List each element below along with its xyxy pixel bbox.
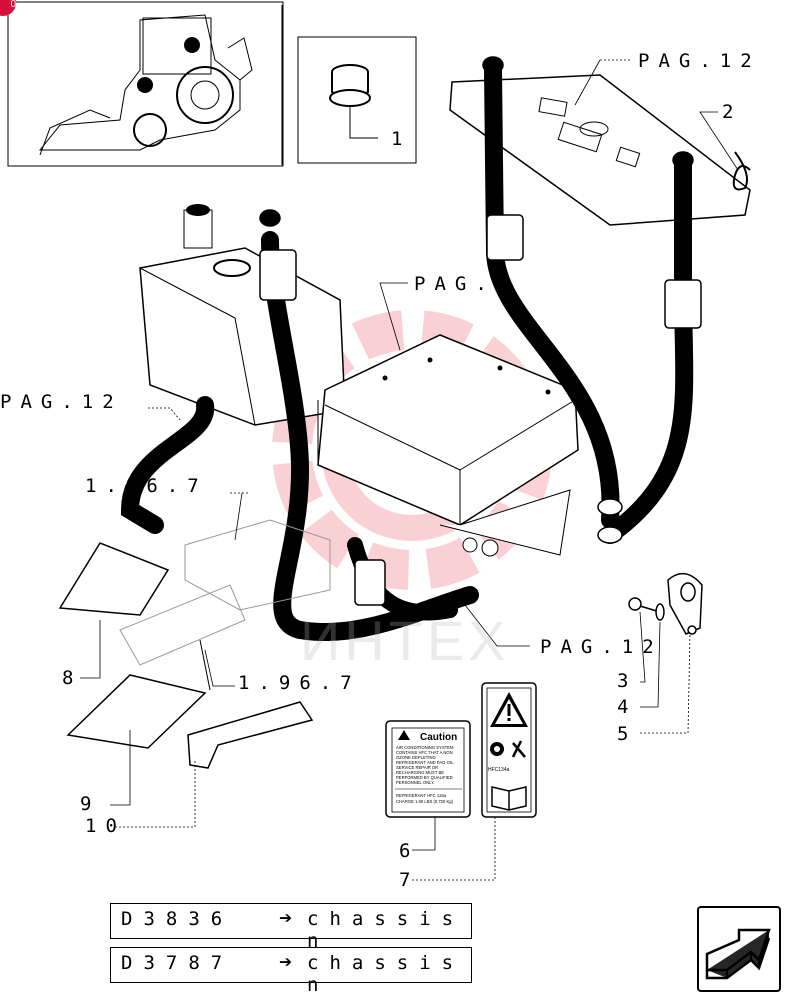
part-number-8: 8 <box>62 667 73 689</box>
tank <box>139 204 346 426</box>
clamp-hardware <box>628 572 703 635</box>
caution-footer-line: CHARGE 1.60 LBS (0.720 Kg) <box>396 799 454 804</box>
part-number-5: 5 <box>617 723 628 745</box>
caution-line: PERFORMED BY QUALIFIED <box>396 775 453 780</box>
insulation-sheet-8 <box>58 542 170 616</box>
ac-unit <box>317 334 579 557</box>
part-number-7: 7 <box>399 869 410 891</box>
strip-part-10 <box>187 701 314 769</box>
next-page-button[interactable] <box>697 906 781 992</box>
hfc-label: HFC134a <box>488 767 510 773</box>
caution-line: AIR CONDITIONING SYSTEM <box>396 745 454 750</box>
chassis-row-2[interactable]: D3787 ➔ chassis n <box>110 947 472 996</box>
caution-line: OZONE DEPLETING <box>396 755 436 760</box>
ref-pag3[interactable]: PAG.3 <box>414 273 516 295</box>
chassis-word-2: chassis n <box>307 952 465 996</box>
caution-line: CONTAINS HFC THAT A NON <box>396 750 453 755</box>
forward-arrow-icon: ➔ <box>279 950 293 975</box>
backhoe-loader-thumbnail[interactable] <box>7 1 284 167</box>
hose-fittings <box>259 56 702 606</box>
warning-decal: HFC134a <box>481 682 537 818</box>
part-number-6: 6 <box>399 840 410 862</box>
forward-arrow-icon: ➔ <box>279 906 293 931</box>
part-number-2: 2 <box>722 101 733 123</box>
chassis-word-1: chassis n <box>307 908 465 952</box>
caution-line: REFRIGERANT AND PAG OIL. <box>396 760 454 765</box>
ref-196-upper[interactable]: 1.96.7 <box>85 475 208 497</box>
caution-title: Caution <box>420 732 457 743</box>
manual-book-icon <box>491 786 527 811</box>
part-number-3: 3 <box>617 670 628 692</box>
ref-pag12-top[interactable]: PAG.12 <box>638 50 761 72</box>
ref-pag12-left[interactable]: PAG.12 <box>0 391 123 413</box>
insulation-sheet-9 <box>66 674 207 749</box>
grommet-inset <box>297 36 417 164</box>
part-number-1: 1 <box>391 128 402 150</box>
part-number-9: 9 <box>80 793 91 815</box>
caution-footer-line: REFRIGERANT HFC 134a <box>396 793 447 798</box>
caution-line: SERVICE REPAIR OR <box>396 765 438 770</box>
forward-arrow-icon <box>705 928 771 980</box>
chassis-row-1[interactable]: D3836 ➔ chassis n <box>110 903 472 952</box>
leader-lines <box>80 59 739 881</box>
chassis-code-2: D3787 <box>121 952 234 974</box>
caution-line: RECHARGING MUST BE <box>396 770 444 775</box>
watermark-text: ИНТЕХ <box>300 609 510 672</box>
frame-bracket <box>119 519 331 691</box>
part-number-10: 10 <box>85 815 126 837</box>
clip-part <box>732 151 751 191</box>
chassis-code-1: D3836 <box>121 908 234 930</box>
caution-decal: Caution AIR CONDITIONING SYSTEMCONTAINS … <box>385 720 471 818</box>
part-number-4: 4 <box>617 696 628 718</box>
badge: 0 <box>0 0 16 16</box>
warning-triangle-icon <box>490 692 528 727</box>
ref-196-lower[interactable]: 1.96.7 <box>238 672 361 694</box>
ref-pag12-bottom[interactable]: PAG.12 <box>540 636 663 658</box>
gear-icon <box>490 740 526 758</box>
caution-line: PERSONNEL ONLY. <box>396 780 435 785</box>
